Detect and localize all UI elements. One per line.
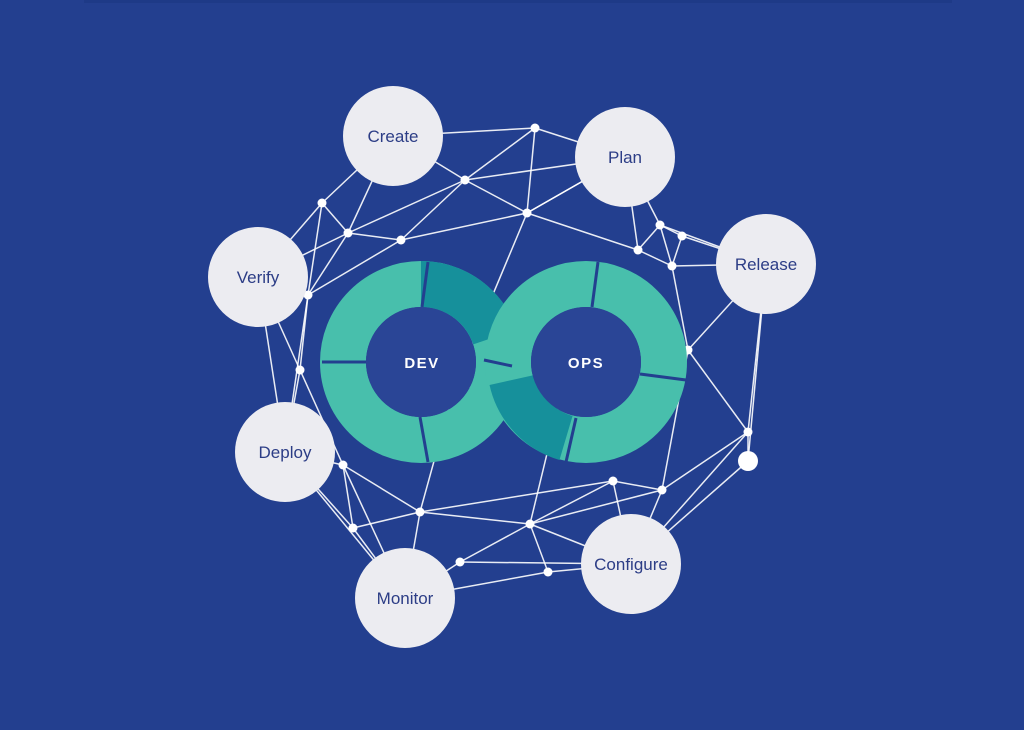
network-edge xyxy=(637,249,673,267)
network-dot xyxy=(667,261,677,271)
stage-node-deploy: Deploy xyxy=(235,402,335,502)
network-edge xyxy=(687,349,749,433)
stage-node-create: Create xyxy=(343,86,443,186)
network-edge xyxy=(526,127,536,214)
stage-label-deploy: Deploy xyxy=(259,443,312,462)
dev-label: DEV xyxy=(404,355,439,372)
network-dot xyxy=(303,290,313,300)
network-edge xyxy=(464,179,528,214)
stage-node-configure: Configure xyxy=(581,514,681,614)
network-edge xyxy=(352,511,421,529)
network-edge xyxy=(400,212,528,241)
stage-label-configure: Configure xyxy=(594,555,668,574)
network-edge xyxy=(529,523,549,573)
network-edge xyxy=(526,212,639,251)
network-edge xyxy=(299,369,344,466)
network-edge xyxy=(529,489,663,525)
ring-segment-gaps xyxy=(322,261,687,463)
network-dot xyxy=(743,427,753,437)
stage-label-create: Create xyxy=(367,127,418,146)
network-edge xyxy=(529,480,614,525)
network-edge xyxy=(307,202,323,296)
network-dot xyxy=(608,476,618,486)
stage-node-plan: Plan xyxy=(575,107,675,207)
network-dot xyxy=(455,557,465,567)
ops-label: OPS xyxy=(568,355,604,372)
devops-infinity-loop: DEV OPS xyxy=(320,260,687,463)
network-dot xyxy=(677,231,687,241)
network-edge xyxy=(661,431,749,491)
network-edge xyxy=(342,464,421,513)
network-edge xyxy=(671,265,689,351)
network-edge xyxy=(400,179,466,241)
ops-ring xyxy=(485,261,687,463)
network-edge xyxy=(419,480,614,513)
stage-label-monitor: Monitor xyxy=(377,589,434,608)
network-dot xyxy=(522,208,532,218)
dev-ring-dark-segment xyxy=(420,260,517,346)
network-dot xyxy=(317,198,327,208)
network-dot xyxy=(338,460,348,470)
network-edge xyxy=(612,480,663,491)
stage-node-verify: Verify xyxy=(208,227,308,327)
network-dot xyxy=(415,507,425,517)
network-edge xyxy=(419,511,531,525)
network-dot xyxy=(295,365,305,375)
network-edge xyxy=(307,239,402,296)
network-dot xyxy=(396,235,406,245)
network-dot xyxy=(348,523,358,533)
stage-nodes: Create Plan Release Verify Deploy Monito… xyxy=(208,86,816,648)
network-dot xyxy=(525,519,535,529)
network-dot xyxy=(460,175,470,185)
network-edge xyxy=(637,224,661,251)
network-edge xyxy=(659,224,673,267)
network-dot xyxy=(657,485,667,495)
stage-label-verify: Verify xyxy=(237,268,280,287)
network-edge xyxy=(464,127,536,181)
stage-node-monitor: Monitor xyxy=(355,548,455,648)
network-dot xyxy=(633,245,643,255)
stage-label-plan: Plan xyxy=(608,148,642,167)
network-edge xyxy=(321,202,349,234)
dev-core xyxy=(366,307,476,417)
network-dot xyxy=(343,228,353,238)
network-edge xyxy=(342,464,354,529)
network-edge xyxy=(347,179,466,234)
network-dot xyxy=(738,451,758,471)
network-dot xyxy=(543,567,553,577)
stage-label-release: Release xyxy=(735,255,797,274)
network-dot xyxy=(655,220,665,230)
top-border-line xyxy=(84,0,952,3)
network-edge xyxy=(347,232,402,241)
ops-ring-dark-segment xyxy=(489,374,574,461)
stage-node-release: Release xyxy=(716,214,816,314)
network-dot xyxy=(530,123,540,133)
network-edge xyxy=(307,232,349,296)
network-dots xyxy=(295,123,758,577)
network-edge xyxy=(671,235,683,267)
ops-core xyxy=(531,307,641,417)
network-edge xyxy=(459,523,531,563)
